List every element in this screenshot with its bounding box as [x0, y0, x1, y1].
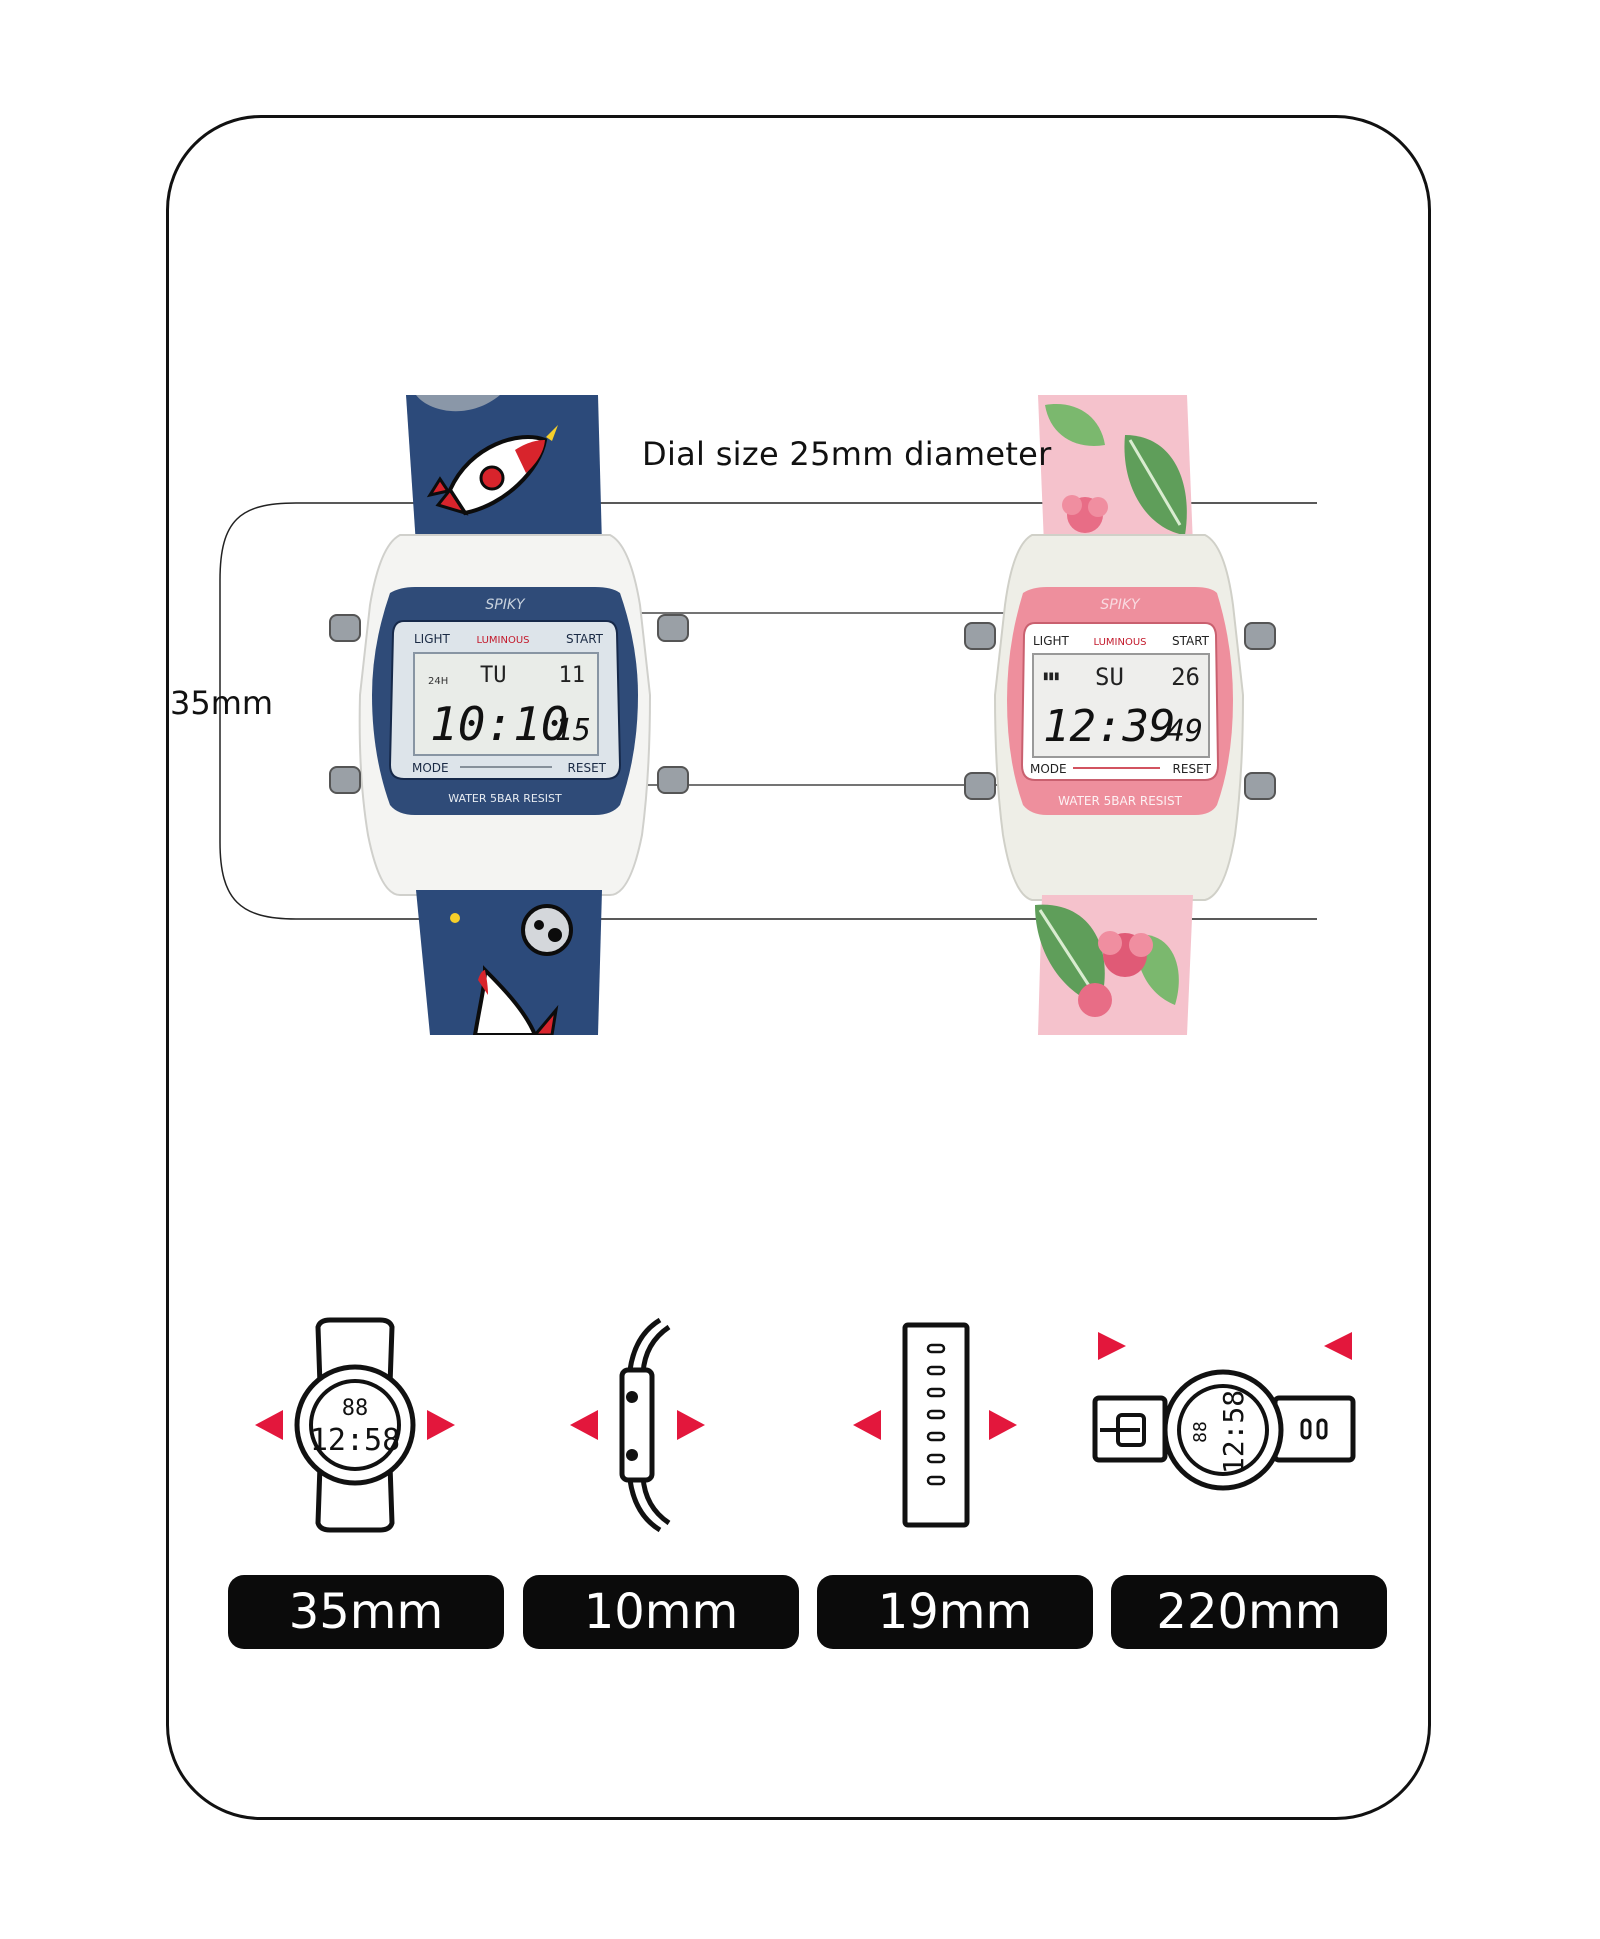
- luminous-label-right: LUMINOUS: [1094, 637, 1147, 648]
- start-label-left: START: [566, 632, 604, 646]
- leaf-icon: [1045, 404, 1187, 535]
- time-right: 12:39: [1043, 701, 1175, 752]
- date-left: 11: [559, 663, 586, 688]
- arrow-right-icon: [1098, 1332, 1126, 1360]
- icon-lcd-small-1: 88: [342, 1396, 369, 1421]
- seconds-left: 15: [555, 713, 591, 748]
- arrow-right-icon: [570, 1410, 598, 1440]
- reset-label-right: RESET: [1173, 762, 1212, 776]
- watch-pink-floral: SPIKY LIGHT LUMINOUS START ▮▮▮ SU 26 12:…: [964, 395, 1276, 1035]
- measurement-pill-strap-length: 220mm: [1111, 1575, 1387, 1649]
- hibiscus-flower-icon-bottom: [1078, 931, 1153, 1017]
- planet-icon: [521, 904, 573, 956]
- watch-navy-rocket: SPIKY LIGHT LUMINOUS START 24H TU 11 10:…: [329, 395, 689, 1035]
- measurement-pill-width: 35mm: [228, 1575, 504, 1649]
- icon-lcd-time-1: 12:58: [310, 1423, 400, 1458]
- brand-logo-right: SPIKY: [1100, 597, 1141, 613]
- watch-front-width-icon: 88 12:58: [255, 1317, 455, 1533]
- time-left: 10:10: [430, 697, 568, 751]
- measurement-pill-strap-width: 19mm: [817, 1575, 1093, 1649]
- product-frame: [166, 115, 1431, 1820]
- watch-side-thickness-icon: [570, 1317, 705, 1533]
- seconds-right: 49: [1167, 714, 1203, 749]
- mode-label-right: MODE: [1030, 762, 1067, 776]
- water-label-left: WATER 5BAR RESIST: [448, 792, 562, 805]
- water-label-right: WATER 5BAR RESIST: [1058, 794, 1182, 808]
- day-left: TU: [480, 663, 507, 688]
- strap-width-icon: [853, 1322, 1017, 1528]
- arrow-left-icon: [677, 1410, 705, 1440]
- icon-lcd-time-2: 12:58: [1217, 1390, 1250, 1474]
- light-label-right: LIGHT: [1033, 634, 1070, 648]
- height-dimension-label: 35mm: [170, 684, 274, 722]
- arrow-left-icon: [1324, 1332, 1352, 1360]
- reset-label-left: RESET: [568, 761, 607, 775]
- mode-label-left: MODE: [412, 761, 449, 775]
- start-label-right: START: [1172, 634, 1210, 648]
- day-right: SU: [1095, 663, 1124, 691]
- mode24-left: 24H: [428, 676, 448, 687]
- light-label-left: LIGHT: [414, 632, 451, 646]
- arrow-left-icon: [989, 1410, 1017, 1440]
- arrow-left-icon: [427, 1410, 455, 1440]
- dial-size-label: Dial size 25mm diameter: [642, 435, 1052, 473]
- rocket-icon: [426, 425, 558, 516]
- rocket-icon-bottom: [472, 965, 559, 1035]
- strap-length-icon: 88 12:58: [1092, 1332, 1356, 1491]
- icon-lcd-small-2: 88: [1190, 1421, 1211, 1443]
- arrow-right-icon: [255, 1410, 283, 1440]
- date-right: 26: [1171, 663, 1200, 691]
- measurement-pill-thickness: 10mm: [523, 1575, 799, 1649]
- arrow-right-icon: [853, 1410, 881, 1440]
- signal-icon: ▮▮▮: [1043, 671, 1060, 682]
- luminous-label-left: LUMINOUS: [477, 635, 530, 646]
- hibiscus-flower-icon: [1062, 495, 1108, 533]
- brand-logo-left: SPIKY: [485, 597, 526, 613]
